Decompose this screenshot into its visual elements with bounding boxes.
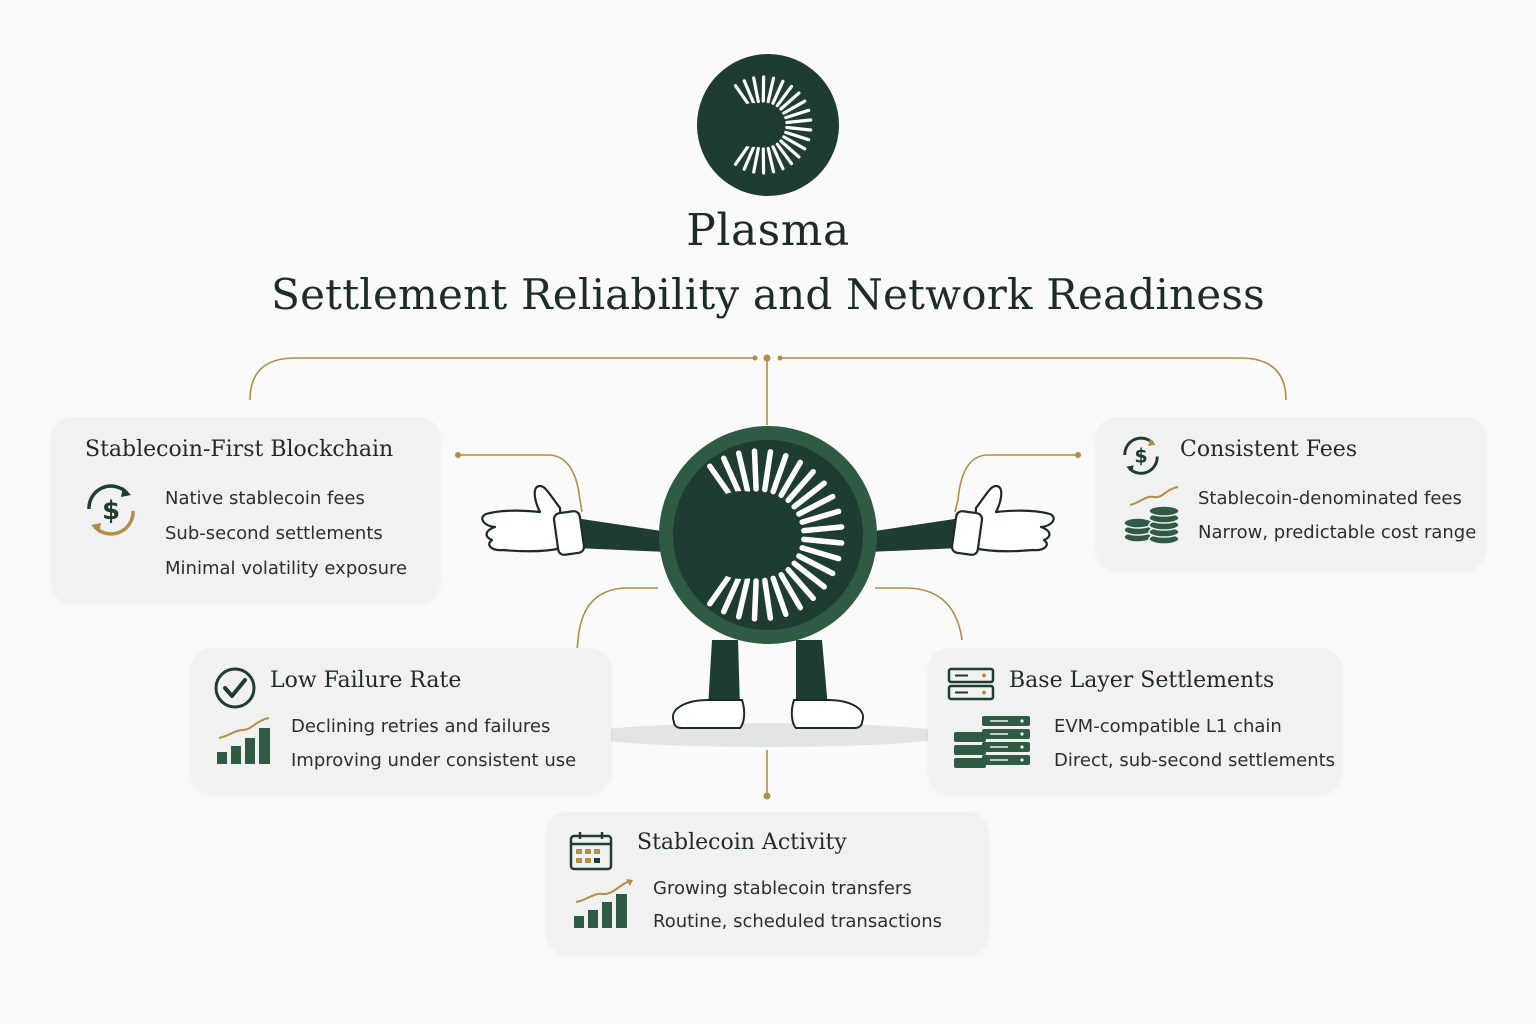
logo-ray — [733, 143, 751, 166]
dollar-cycle-icon: $ — [1123, 436, 1159, 475]
logo-ray — [796, 553, 836, 577]
card-title: Low Failure Rate — [270, 668, 462, 693]
card-title: Stablecoin Activity — [637, 830, 847, 855]
logo-ray — [742, 145, 756, 171]
logo-ray — [751, 578, 759, 622]
logo-ray — [735, 450, 751, 493]
logo-ray — [770, 575, 789, 618]
svg-text:$: $ — [102, 496, 120, 526]
logo-ray — [771, 79, 785, 105]
logo-ray — [799, 508, 842, 525]
card-line: Sub-second settlements — [165, 523, 383, 544]
bar-chart-icon — [574, 879, 633, 928]
logo-ray — [778, 459, 804, 499]
logo-ray — [791, 480, 827, 510]
logo-ray — [775, 84, 794, 108]
card-line: Native stablecoin fees — [165, 488, 365, 509]
logo-ray — [782, 135, 807, 151]
card-line: Growing stablecoin transfers — [653, 878, 912, 899]
logo-ray — [742, 79, 756, 105]
card-low-failure-rate: Low Failure Rate Declining retries and f… — [191, 648, 611, 792]
card-title: Base Layer Settlements — [1009, 668, 1275, 693]
card-title: Stablecoin-First Blockchain — [85, 437, 394, 462]
logo-ray — [762, 449, 774, 493]
card-stablecoin-first: Stablecoin-First Blockchain $ Native sta… — [51, 417, 440, 602]
card-base-layer-settlements: Base Layer Settlements — [928, 648, 1342, 792]
logo-ray — [720, 455, 742, 496]
logo-ray — [784, 130, 811, 142]
card-line: Declining retries and failures — [291, 716, 551, 737]
card-line: Minimal volatility exposure — [165, 558, 408, 579]
logo-ray — [751, 448, 759, 492]
page-title: Plasma — [686, 205, 850, 256]
logo-ray — [799, 545, 842, 562]
logo-ray — [735, 577, 751, 620]
card-line: Improving under consistent use — [291, 750, 577, 771]
calendar-icon — [569, 832, 613, 871]
server-stack-icon — [954, 716, 1030, 768]
logo-ray — [720, 574, 742, 615]
dollar-cycle-icon: $ — [87, 484, 135, 536]
logo-ray — [770, 452, 789, 495]
logo-ray — [778, 571, 804, 611]
logo-ray — [785, 125, 813, 132]
card-line: Routine, scheduled transactions — [653, 911, 942, 932]
logo-ray — [785, 468, 816, 504]
plasma-logo — [697, 54, 839, 196]
logo-ray — [784, 108, 811, 120]
logo-ray — [785, 566, 816, 602]
check-circle-icon — [214, 667, 256, 709]
bar-chart-icon — [217, 717, 270, 764]
card-line: EVM-compatible L1 chain — [1054, 716, 1282, 737]
logo-ray — [707, 463, 735, 501]
card-title: Consistent Fees — [1180, 437, 1358, 462]
logo-ray — [752, 76, 760, 104]
logo-ray — [801, 524, 845, 534]
logo-ray — [762, 577, 774, 621]
logo-ray — [733, 84, 751, 107]
card-line: Direct, sub-second settlements — [1054, 750, 1336, 771]
logo-ray — [766, 146, 776, 174]
logo-ray — [801, 536, 845, 546]
card-line: Narrow, predictable cost range — [1198, 522, 1477, 543]
logo-ray — [779, 139, 801, 159]
logo-ray — [779, 91, 801, 111]
card-line: Stablecoin-denominated fees — [1198, 488, 1462, 509]
logo-ray — [791, 560, 827, 590]
logo-ray — [785, 118, 813, 125]
logo-ray — [796, 493, 836, 517]
logo-ray — [752, 146, 760, 174]
server-icon — [947, 667, 995, 701]
logo-ray — [771, 145, 785, 171]
card-stablecoin-activity: Stablecoin Activity Growing stablecoin t… — [546, 812, 989, 953]
logo-ray — [707, 569, 735, 607]
card-consistent-fees: $ Consistent Fees Stablecoin-denominated… — [1096, 417, 1486, 569]
logo-ray — [766, 76, 776, 104]
page-subtitle: Settlement Reliability and Network Readi… — [271, 270, 1265, 319]
logo-ray — [782, 99, 807, 115]
svg-text:$: $ — [1134, 444, 1147, 467]
coin-stack-icon — [1123, 486, 1180, 545]
logo-ray — [775, 142, 794, 166]
